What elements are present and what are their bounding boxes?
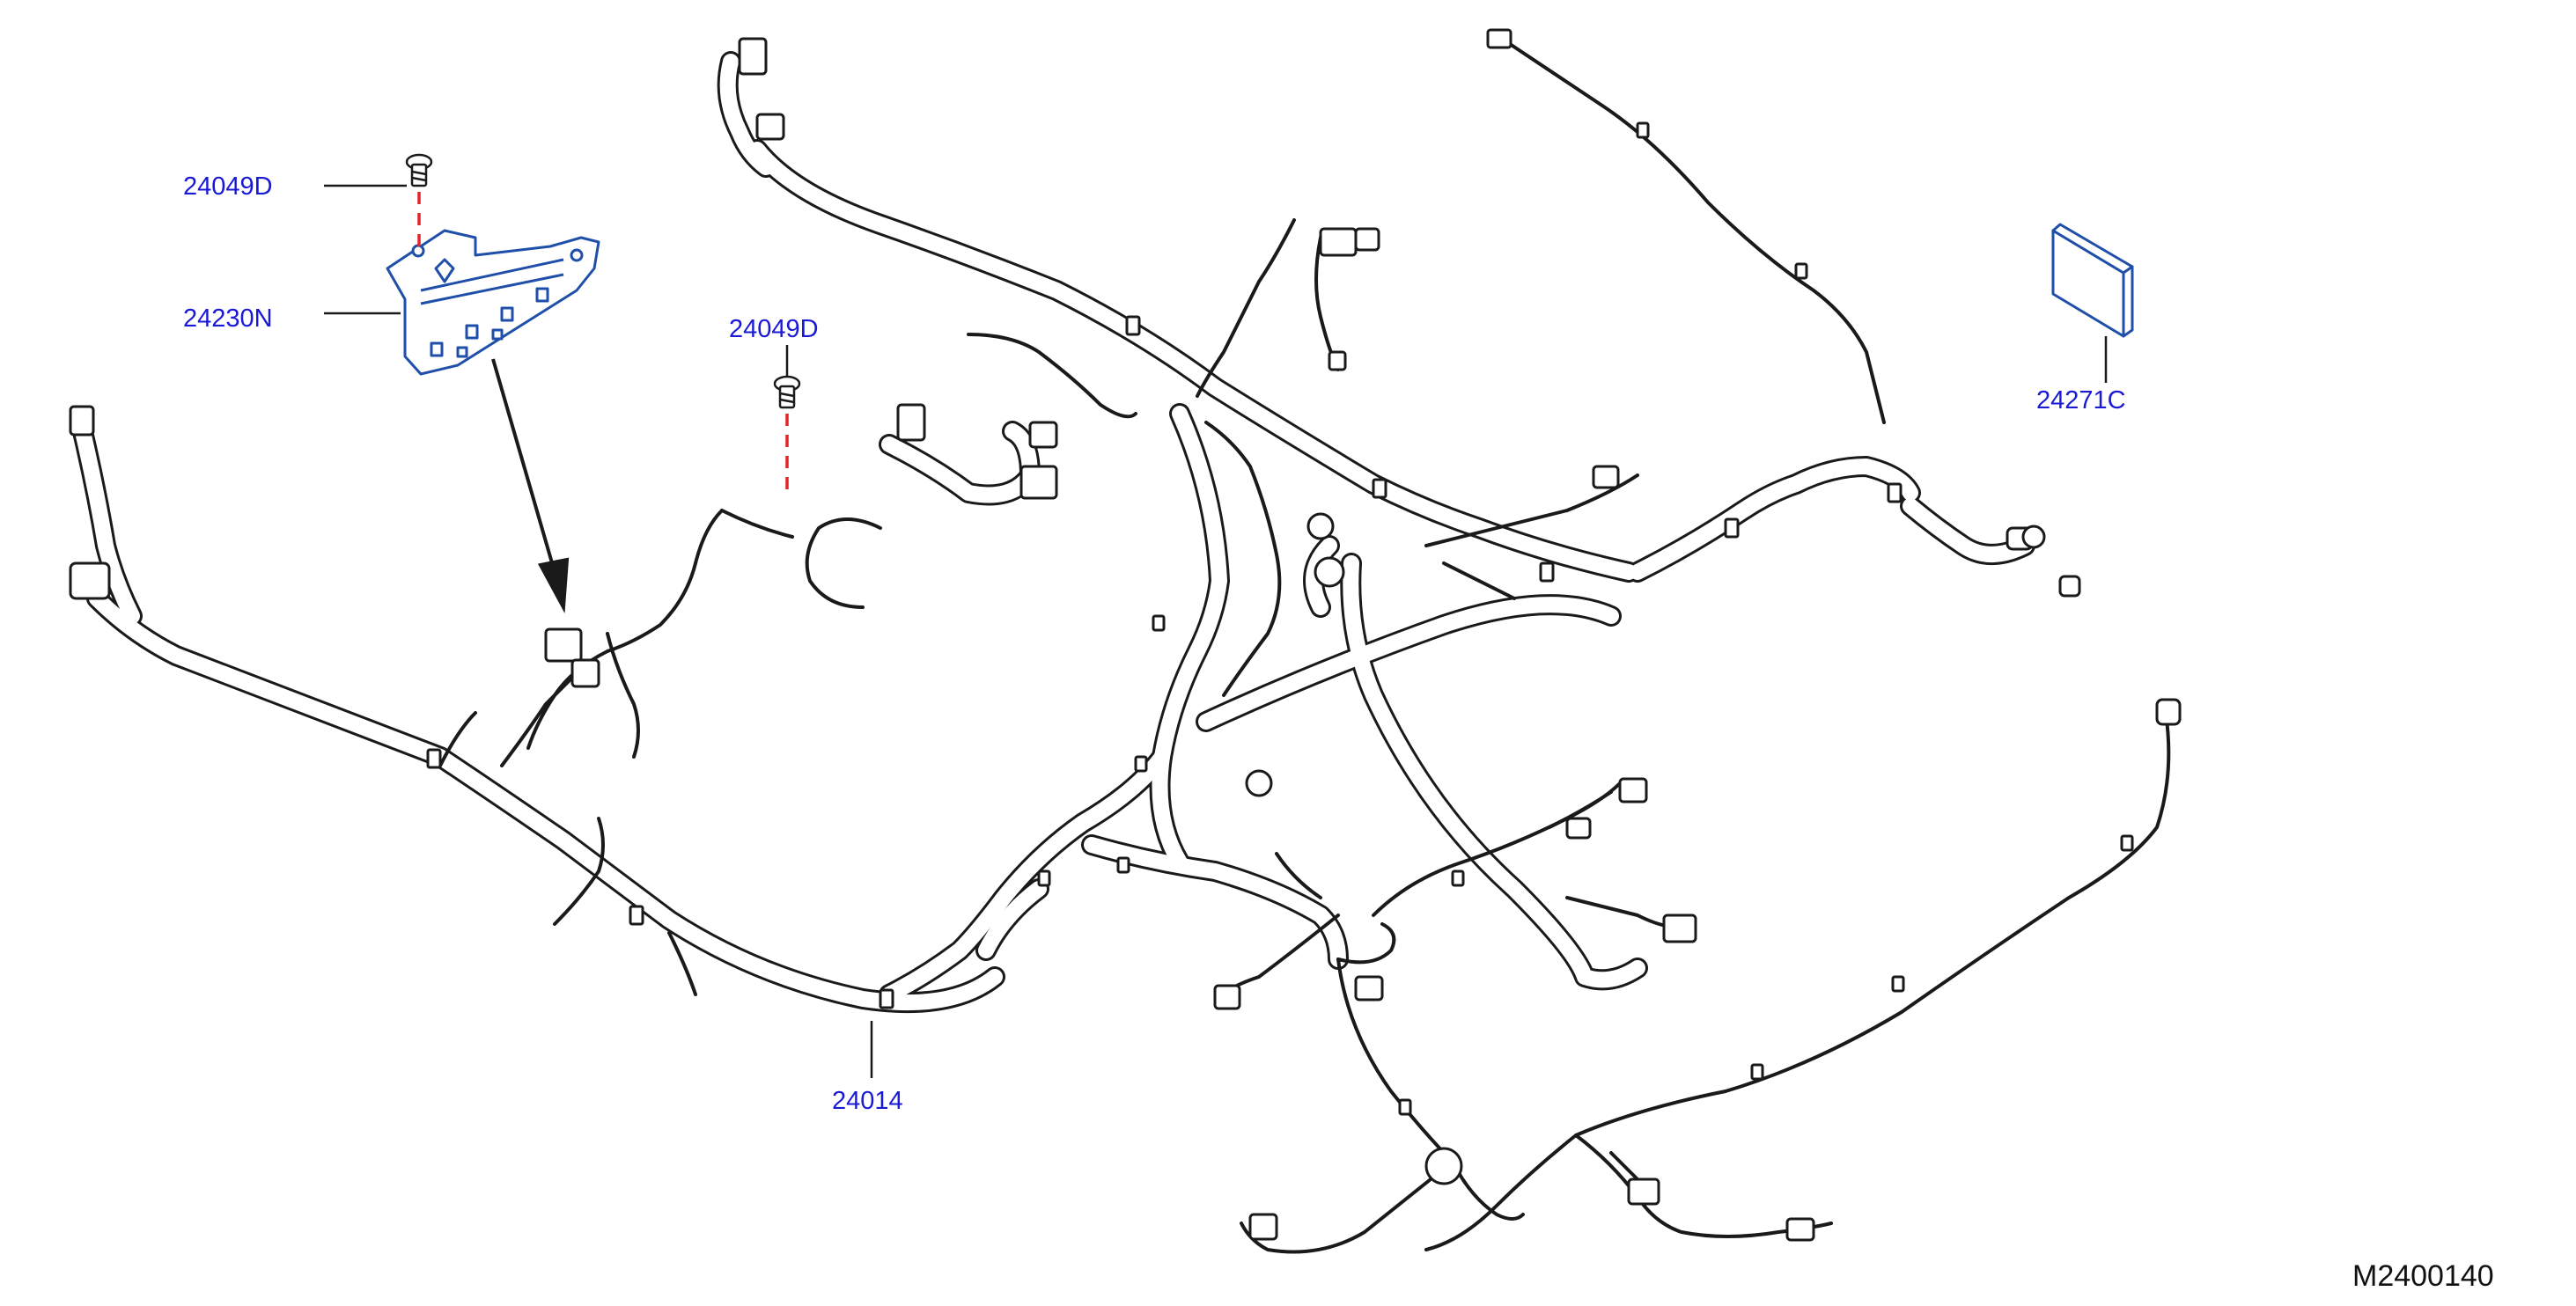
grommet [1245,769,1273,797]
connector [1019,465,1058,500]
clip [1372,478,1387,499]
clip [2120,834,2134,852]
connector [896,403,926,442]
clip [1724,517,1740,539]
connector [1565,817,1592,840]
bracket-icon [386,229,600,376]
grommet [1306,512,1335,540]
clip [1125,315,1141,336]
connector [1785,1217,1815,1242]
clip [1037,869,1051,887]
connector [1618,777,1648,803]
harness-trunk-core [76,54,2033,1011]
clip [629,905,644,926]
connector [1354,975,1384,1002]
clip [1887,482,1903,503]
bolt-icon [405,153,433,187]
callout-label-plate: 24271C [2036,386,2126,415]
connector [1486,28,1512,49]
harness-thin-wires [438,33,2171,1254]
bolt-install-line [417,192,789,497]
clip [1636,121,1650,139]
connector [69,561,111,600]
clip [1451,869,1465,887]
connector [2155,698,2182,726]
connector [570,658,600,688]
connector [738,37,768,76]
connector [1627,1178,1660,1206]
bolt-icon [773,375,801,409]
callout-bracket: 24230N [183,304,273,333]
label-plate-icon [2051,223,2134,338]
main-harness-24014 [69,28,2182,1254]
harness-connectors [69,28,2182,1242]
clip [1794,262,1808,280]
clip [1134,755,1148,773]
connector [1354,227,1380,252]
grommet [2021,525,2046,549]
clip [1750,1063,1764,1081]
connector [69,405,95,437]
callout-main-harness: 24014 [832,1087,903,1115]
connector [2058,575,2081,598]
connector [1028,421,1058,449]
connector [1662,913,1697,943]
connector [1213,984,1241,1010]
callout-leaders [324,184,2108,1078]
clip [879,988,894,1009]
clip [1891,975,1905,993]
connector [1248,1213,1278,1241]
clip [426,748,442,769]
grommet [1314,556,1345,588]
connector [544,627,583,663]
bracket-install-arrow [491,358,570,613]
clip [1116,856,1130,874]
callout-bolt-mid: 24049D [729,315,819,343]
grommet [1424,1147,1463,1185]
connector [1319,227,1358,257]
connector [755,113,785,141]
connector [1592,465,1620,489]
clip [1152,614,1166,632]
connector [1328,350,1347,371]
clip [1539,561,1555,583]
callout-bolt-top: 24049D [183,172,273,201]
figure-code: M2400140 [2352,1259,2494,1293]
clip [1398,1098,1412,1116]
